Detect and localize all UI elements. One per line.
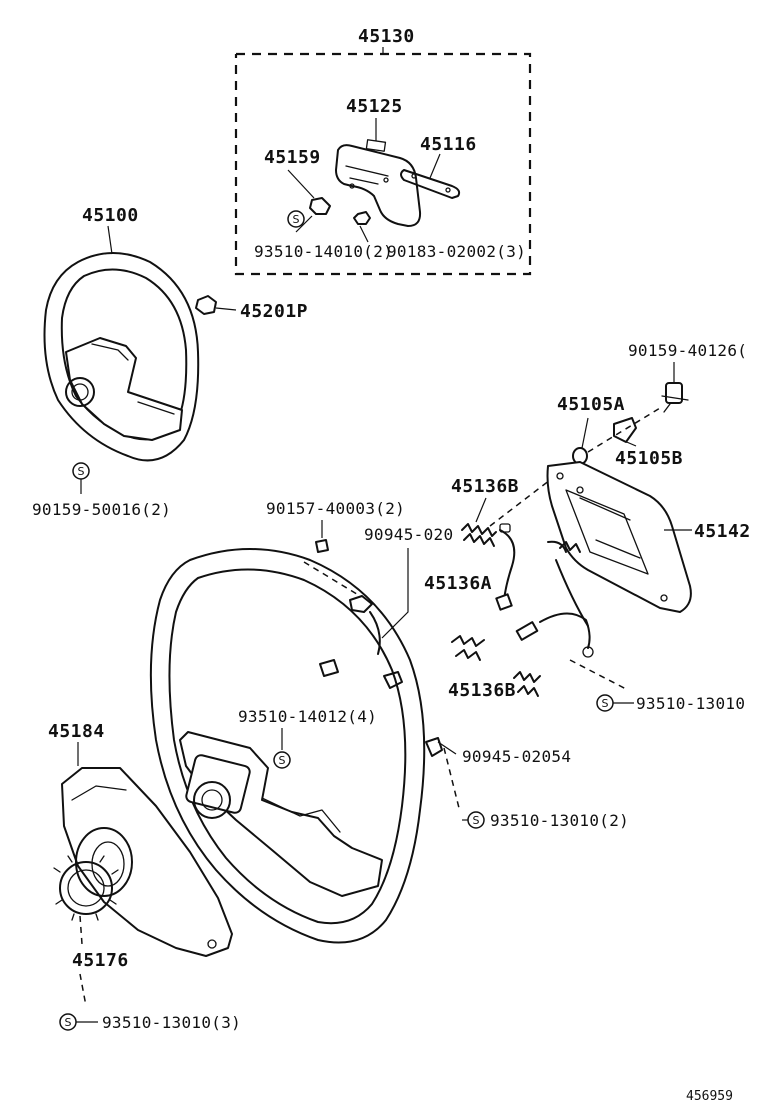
wire-45136A	[495, 523, 594, 658]
steering-wheel-main	[149, 548, 426, 944]
label-45116: 45116	[420, 134, 477, 155]
label-45142: 45142	[694, 521, 751, 542]
label-90183-02002: 90183-02002(3)	[387, 242, 526, 261]
spring-45136B-mid	[451, 635, 485, 661]
label-90159-50016: 90159-50016(2)	[32, 500, 171, 519]
horn-pad-45125	[335, 118, 422, 227]
label-93510-13010-3: 93510-13010(3)	[102, 1013, 241, 1032]
reference-number: 456959	[686, 1089, 733, 1104]
bolt-symbol-90159-50016: S	[72, 462, 90, 494]
svg-text:S: S	[279, 754, 286, 767]
screw-93510-14010	[295, 215, 313, 233]
svg-text:S: S	[602, 697, 609, 710]
bolt-symbol-93510-14010: S	[287, 210, 305, 228]
label-45201P: 45201P	[240, 301, 308, 322]
label-90945-020: 90945-020	[364, 525, 453, 544]
ring-45176	[53, 855, 119, 945]
label-45105B: 45105B	[615, 448, 683, 469]
label-45100: 45100	[82, 205, 139, 226]
label-93510-13010-2: 93510-13010(2)	[490, 811, 629, 830]
label-45176: 45176	[72, 950, 129, 971]
horn-contact-90945-02054	[425, 737, 461, 813]
label-45136A: 45136A	[424, 573, 492, 594]
svg-text:S: S	[78, 465, 85, 478]
nut-45201P	[195, 295, 237, 315]
plate-45142	[546, 461, 692, 613]
bolt-90159-40126	[661, 362, 689, 413]
label-90945-02054: 90945-02054	[462, 747, 571, 766]
label-90157-40003: 90157-40003(2)	[266, 499, 405, 518]
bolt-symbol-93510-13010-right: S	[596, 694, 634, 712]
cover-45184	[61, 742, 233, 957]
label-90159-40126: 90159-40126(	[628, 341, 747, 360]
bolt-symbol-93510-13010-3: S	[59, 1013, 98, 1031]
label-45125: 45125	[346, 96, 403, 117]
steering-wheel-45100	[43, 225, 200, 462]
svg-text:S: S	[293, 213, 300, 226]
dash-45136B	[489, 479, 551, 527]
part-45105A	[572, 417, 589, 465]
dash-93510-13010	[569, 659, 629, 691]
label-93510-14010: 93510-14010(2)	[254, 242, 393, 261]
assembly-45130-box	[234, 47, 532, 276]
label-93510-13010-right: 93510-13010	[636, 694, 745, 713]
bracket-45116	[400, 153, 461, 199]
svg-text:S: S	[473, 814, 480, 827]
label-45105A: 45105A	[557, 394, 625, 415]
horn-contact-90945	[319, 548, 409, 689]
part-45105B	[613, 417, 637, 447]
bolt-symbol-93510-14012: S	[273, 728, 291, 769]
dash-90157	[303, 561, 361, 597]
label-45130: 45130	[358, 26, 415, 47]
label-45136B-top: 45136B	[451, 476, 519, 497]
label-45136B-bot: 45136B	[448, 680, 516, 701]
screw-90157-40003	[315, 520, 329, 553]
spring-45136B-bot	[513, 671, 541, 697]
svg-text:S: S	[65, 1016, 72, 1029]
dash-93510-13010-3	[79, 973, 87, 1007]
spring-45136B-top	[461, 497, 497, 547]
clip-45159	[287, 169, 331, 215]
bolt-symbol-93510-13010-2: S	[462, 811, 485, 829]
label-45159: 45159	[264, 147, 321, 168]
label-45184: 45184	[48, 721, 105, 742]
nut-90183	[353, 211, 371, 243]
dash-45105	[587, 407, 661, 453]
label-93510-14012: 93510-14012(4)	[238, 707, 377, 726]
